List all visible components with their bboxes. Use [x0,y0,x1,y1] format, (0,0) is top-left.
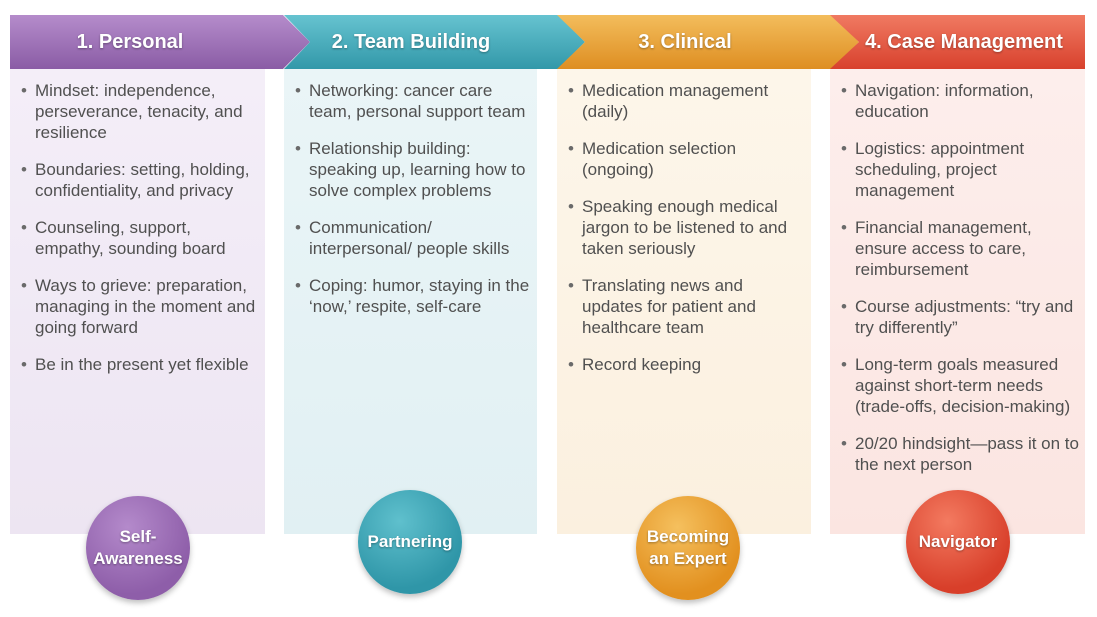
arrow-clinical [557,15,859,69]
list-item: Logistics: appointment scheduling, proje… [830,138,1079,202]
team-building-list: Networking: cancer care team, personal s… [284,68,537,317]
column-team-building: Networking: cancer care team, personal s… [284,68,537,534]
stage-title-team-building: 2. Team Building [331,30,491,53]
list-item: Networking: cancer care team, personal s… [284,80,531,122]
role-label: Becoming an Expert [646,527,730,568]
stage-title-clinical: 3. Clinical [638,30,732,53]
role-circle-self-awareness: Self-Awareness [86,496,190,600]
list-item: Translating news and updates for patient… [557,275,805,339]
list-item: Navigation: information, education [830,80,1079,122]
role-label: Partnering [367,532,453,551]
list-item: 20/20 hindsight—pass it on to the next p… [830,433,1079,475]
list-item: Speaking enough medical jargon to be lis… [557,196,805,260]
arrow-team-building [284,15,585,69]
case-management-list: Navigation: information, education Logis… [830,68,1085,476]
role-label: Self-Awareness [93,527,183,568]
list-item: Ways to grieve: preparation, managing in… [10,275,259,339]
list-item: Relationship building: speaking up, lear… [284,138,531,202]
column-clinical: Medication management (daily) Medication… [557,68,811,534]
personal-list: Mindset: independence, perseverance, ten… [10,68,265,375]
list-item: Financial management, ensure access to c… [830,217,1079,281]
list-item: Course adjustments: “try and try differe… [830,296,1079,338]
role-circle-navigator: Navigator [906,490,1010,594]
list-item: Boundaries: setting, holding, confidenti… [10,159,259,201]
list-item: Counseling, support, empathy, sounding b… [10,217,259,259]
list-item: Record keeping [557,354,805,375]
list-item: Be in the present yet flexible [10,354,259,375]
column-case-management: Navigation: information, education Logis… [830,68,1085,534]
list-item: Coping: humor, staying in the ‘now,’ res… [284,275,531,317]
arrow-case-management [830,15,1085,69]
column-personal: Mindset: independence, perseverance, ten… [10,68,265,534]
process-arrows [10,15,1085,69]
clinical-list: Medication management (daily) Medication… [557,68,811,375]
stage-title-personal: 1. Personal [76,30,184,53]
stage-title-case-management: 4. Case Management [865,30,1063,53]
role-circle-partnering: Partnering [358,490,462,594]
role-label: Navigator [918,532,998,551]
role-circle-becoming-an-expert: Becoming an Expert [636,496,740,600]
list-item: Mindset: independence, perseverance, ten… [10,80,259,144]
list-item: Medication selection (ongoing) [557,138,805,180]
list-item: Medication management (daily) [557,80,805,122]
list-item: Long-term goals measured against short-t… [830,354,1079,418]
arrow-personal [10,15,310,69]
list-item: Communication/ interpersonal/ people ski… [284,217,531,259]
